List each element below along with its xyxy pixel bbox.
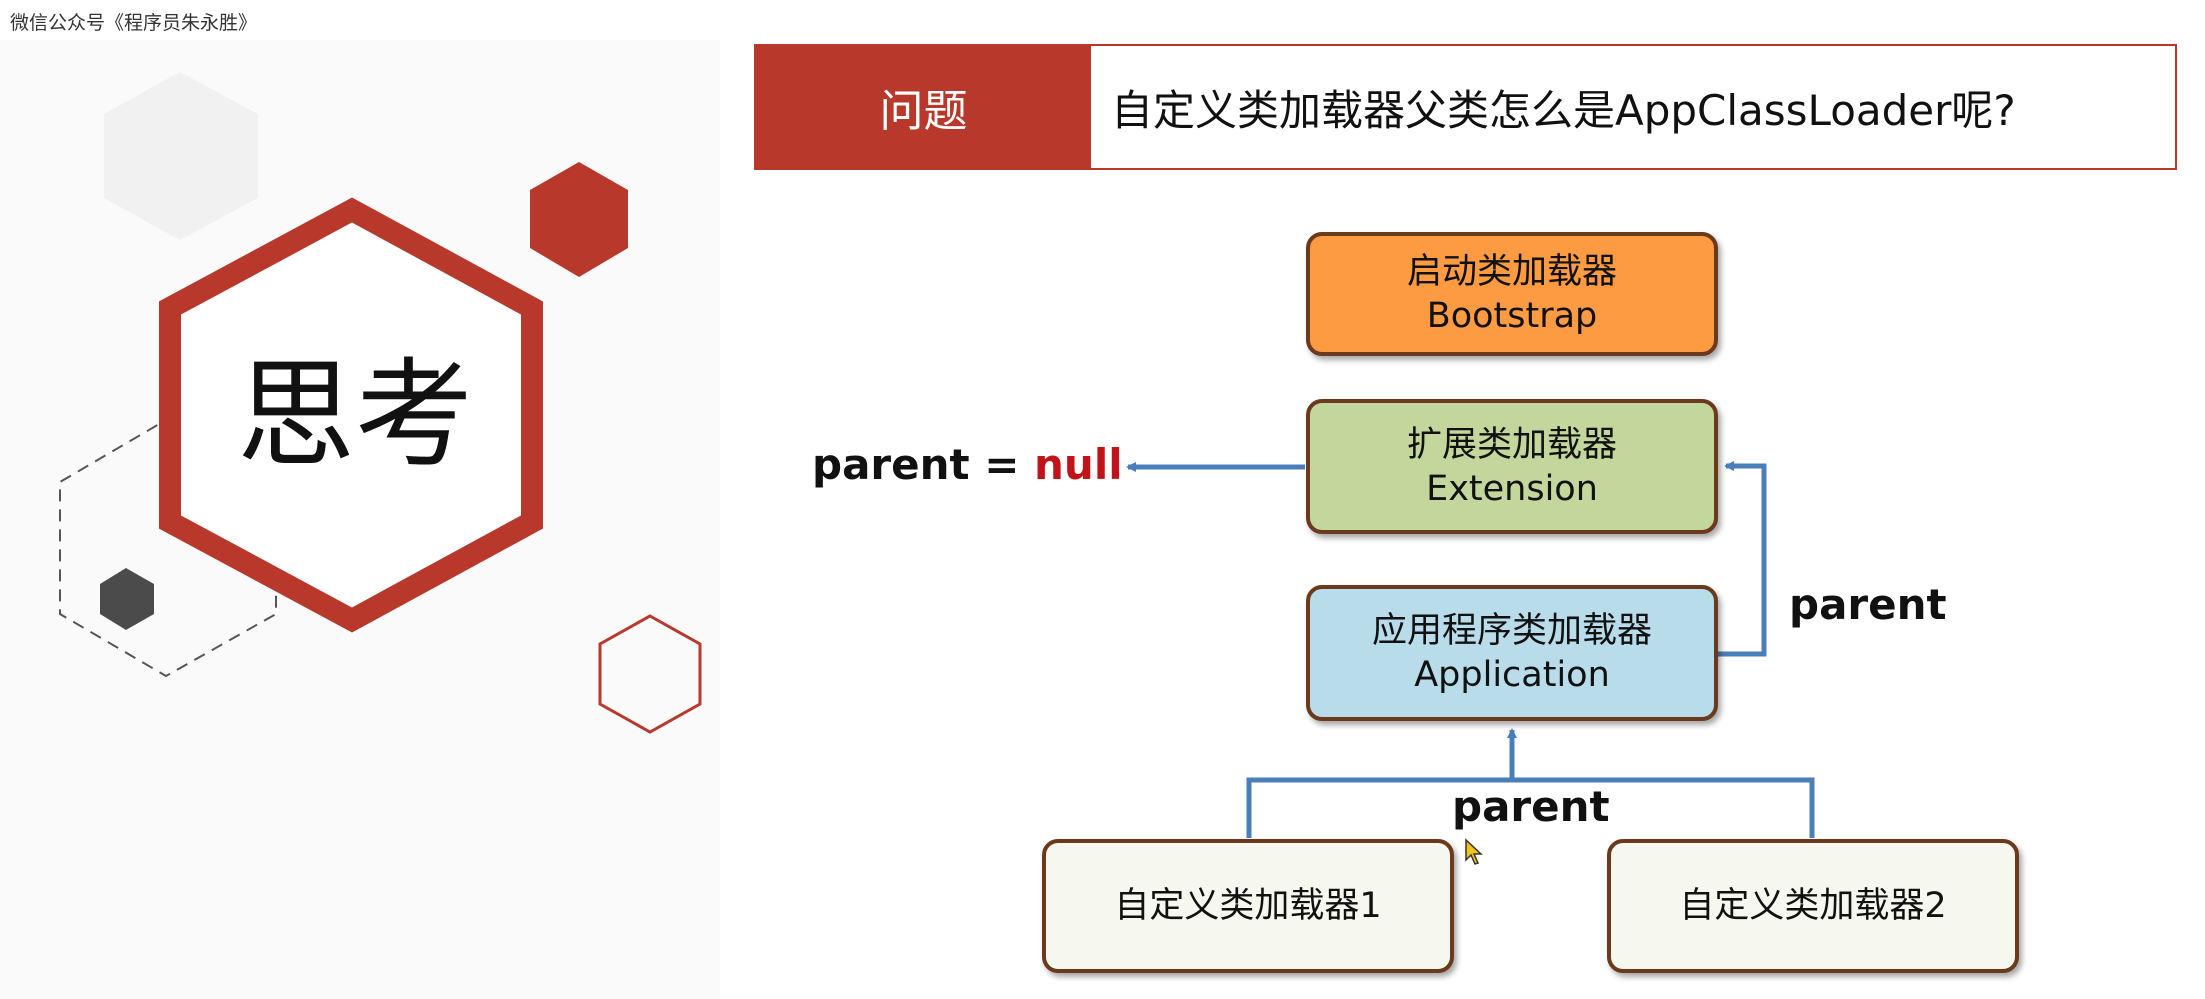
bootstrap-classloader-node: 启动类加载器 Bootstrap (1306, 232, 1718, 356)
application-en-label: Application (1414, 655, 1610, 695)
main-hexagon-shape (159, 197, 543, 633)
outline-red-hexagon-shape (598, 614, 702, 734)
hexagon-decoration-group (59, 72, 702, 734)
custom-classloader-1-node: 自定义类加载器1 (1042, 839, 1454, 973)
bootstrap-en-label: Bootstrap (1426, 296, 1598, 336)
application-zh-label: 应用程序类加载器 (1371, 611, 1652, 651)
custom2-label: 自定义类加载器2 (1679, 886, 1947, 926)
extension-zh-label: 扩展类加载器 (1406, 424, 1617, 465)
watermark-text: 微信公众号《程序员朱永胜》 (10, 12, 258, 34)
dark-hexagon-shape (100, 568, 154, 630)
question-text: 自定义类加载器父类怎么是AppClassLoader呢? (1111, 85, 2016, 135)
parent-equals-text: parent = (812, 440, 1020, 489)
custom1-label: 自定义类加载器1 (1114, 886, 1382, 926)
extension-en-label: Extension (1426, 468, 1598, 509)
parent-label-application: parent (1452, 782, 1610, 831)
red-hexagon-shape (530, 162, 628, 277)
custom1-connector (1246, 777, 1815, 838)
question-header: 问题 自定义类加载器父类怎么是AppClassLoader呢? (754, 44, 2177, 170)
null-text: null (1034, 440, 1123, 489)
application-to-extension-arrow (1718, 461, 1767, 657)
mouse-cursor-icon (1465, 838, 1483, 865)
question-tag: 问题 (756, 46, 1091, 168)
extension-classloader-node: 扩展类加载器 Extension (1306, 399, 1718, 534)
think-title: 思考 (236, 346, 473, 484)
bootstrap-zh-label: 启动类加载器 (1406, 252, 1617, 292)
parent-label-extension: parent (1789, 580, 1947, 629)
custom-classloader-2-node: 自定义类加载器2 (1607, 839, 2019, 973)
parent-null-label: parent = null (812, 440, 1123, 489)
application-classloader-node: 应用程序类加载器 Application (1306, 585, 1718, 721)
gray-hexagon-shape (104, 72, 258, 240)
